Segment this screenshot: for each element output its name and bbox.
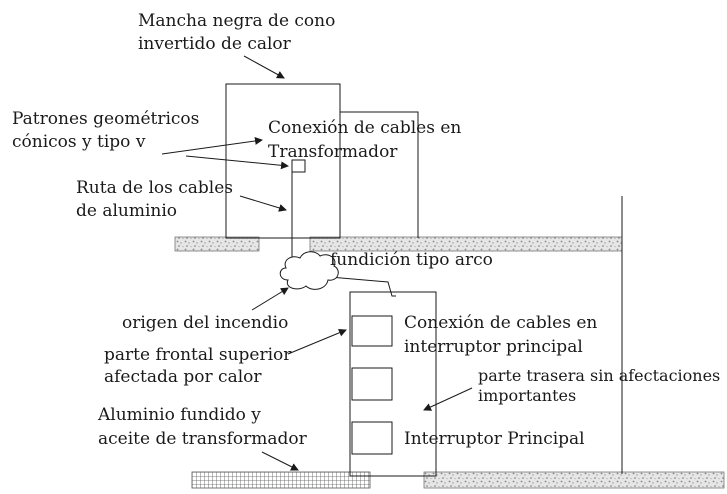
arrow-frontal <box>287 328 347 355</box>
arrow-origen <box>251 287 289 311</box>
label-ruta-line1: Ruta de los cables <box>76 178 234 198</box>
label-aluminio-line2: aceite de transformador <box>98 429 307 449</box>
label-patrones-line2: cónicos y tipo v <box>12 132 146 152</box>
switch-module-1 <box>351 315 393 347</box>
label-interruptor-line1: Conexión de cables en <box>404 313 598 333</box>
label-trasera-line1: parte trasera sin afectaciones <box>478 366 721 385</box>
transformer-cable-connection <box>291 159 306 173</box>
lower-ground-gravel-slab <box>423 471 725 489</box>
label-frontal-line1: parte frontal superior <box>104 345 292 365</box>
main-switch-enclosure <box>349 291 437 477</box>
label-transformer-line1: Conexión de cables en <box>268 118 462 138</box>
arrow-mancha <box>243 55 285 79</box>
transformer-back-box <box>340 111 419 238</box>
arrow-patrones <box>161 137 263 155</box>
lower-ground-hatched-slab <box>191 471 371 489</box>
transformer-front-box <box>225 83 341 239</box>
label-interruptor-principal: Interruptor Principal <box>404 429 585 449</box>
label-frontal-line2: afectada por calor <box>104 367 262 387</box>
label-transformer-line2: Transformador <box>268 142 398 162</box>
arrow-trasera <box>423 387 473 411</box>
arrow-ruta <box>239 195 287 212</box>
label-patrones-line1: Patrones geométricos <box>12 109 200 129</box>
switch-module-2 <box>351 367 393 401</box>
label-ruta-line2: de aluminio <box>76 201 178 221</box>
label-aluminio-line1: Aluminio fundido y <box>98 405 261 425</box>
label-interruptor-line2: interruptor principal <box>404 337 583 357</box>
switch-module-3 <box>351 421 393 455</box>
label-mancha-line1: Mancha negra de cono <box>138 11 336 31</box>
arrow-patrones-2 <box>185 155 289 170</box>
fire-origin-cloud <box>279 251 339 290</box>
label-fundicion: fundición tipo arco <box>330 250 493 270</box>
label-mancha-line2: invertido de calor <box>138 34 291 54</box>
arrow-aluminio <box>261 451 299 471</box>
label-origen: origen del incendio <box>122 313 289 333</box>
upper-ground-slab-left <box>174 236 260 252</box>
label-trasera-line2: importantes <box>478 386 577 405</box>
